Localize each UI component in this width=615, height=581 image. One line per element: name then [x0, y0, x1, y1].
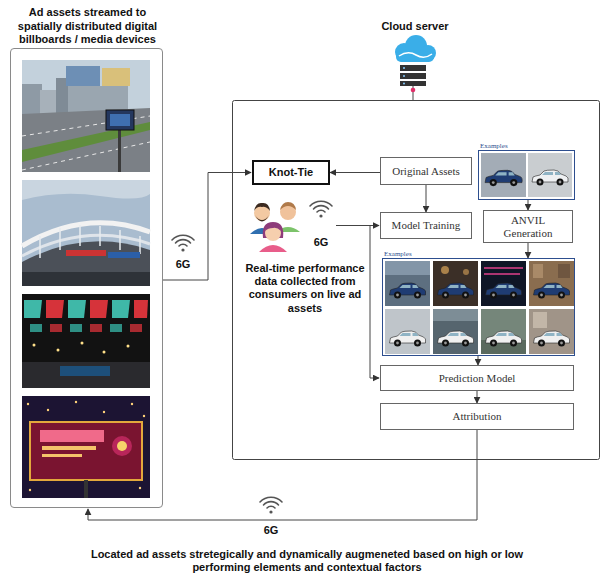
node-label: Prediction Model [439, 372, 516, 385]
data-feed-line [336, 225, 379, 226]
flow-arrow [88, 430, 477, 520]
network-label: 6G [308, 236, 334, 249]
node-label: Knot-Tie [269, 166, 313, 179]
flow-arrow [330, 172, 380, 173]
node-label: Model Training [392, 219, 461, 232]
group-heading: Examples [480, 142, 508, 150]
display-panel: Ad assets streamed to spatially distribu… [10, 48, 163, 508]
cloud-icon [395, 35, 436, 100]
flow-arrow [528, 243, 529, 258]
annotation: Real-time performance data collected fro… [238, 262, 372, 315]
stadium-photo [22, 180, 150, 286]
caption: Located ad assets stretegically and dyna… [67, 548, 547, 574]
data-feed-line [370, 226, 379, 379]
wifi-icon [310, 201, 332, 217]
wifi-icon [260, 497, 282, 513]
process-box: Original Assets [380, 157, 472, 185]
lights-photo [22, 294, 150, 388]
process-box: Prediction Model [380, 365, 574, 391]
car-images [481, 153, 572, 197]
node-label: Original Assets [392, 165, 460, 178]
node-label: Attribution [453, 410, 502, 423]
process-box: ANVIL Generation [483, 210, 573, 243]
flow-arrow [426, 185, 427, 212]
flow-arrow [477, 391, 478, 403]
billboard-photo [22, 60, 150, 172]
cloud-server: Cloud server [372, 20, 458, 94]
wifi-icon [172, 235, 194, 251]
example-group: Examples [382, 258, 575, 356]
node-label: Cloud server [372, 20, 458, 33]
festive-billboard-photo [22, 396, 150, 498]
consumers-icon [250, 202, 300, 252]
process-box: Attribution [380, 403, 574, 430]
example-group: Examples [478, 150, 575, 200]
process-box: Knot-Tie [252, 160, 330, 185]
flow-arrow [528, 200, 529, 210]
node-label: ANVIL Generation [489, 214, 567, 239]
group-heading: Ad assets streamed to spatially distribu… [6, 6, 169, 46]
flow-arrow [163, 173, 251, 281]
network-label: 6G [170, 258, 196, 271]
process-box: Model Training [380, 212, 472, 239]
network-label: 6G [258, 524, 284, 537]
generated-images [385, 261, 574, 354]
group-heading: Examples [384, 250, 412, 258]
flow-arrow [478, 356, 479, 365]
